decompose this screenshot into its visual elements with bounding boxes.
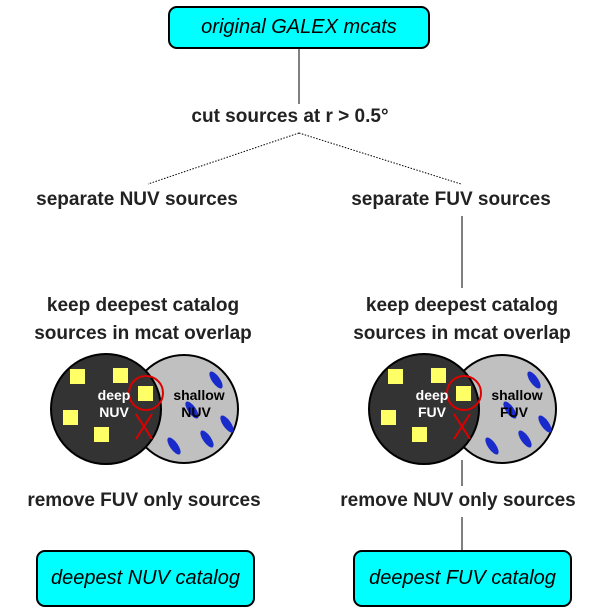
node-separate-nuv: separate NUV sources bbox=[36, 189, 238, 210]
venn-deep-label: deep bbox=[98, 387, 131, 403]
venn-fuv: deep FUV shallow FUV bbox=[368, 353, 557, 465]
node-keep-nuv-line2: sources in mcat overlap bbox=[34, 323, 252, 344]
node-keep-fuv-line1: keep deepest catalog bbox=[365, 295, 559, 316]
venn-deep-band-label: FUV bbox=[418, 404, 447, 420]
shallow-source-ellipses bbox=[167, 371, 234, 455]
overlap-keep-mark bbox=[446, 375, 482, 411]
deep-source-squares bbox=[63, 368, 153, 442]
node-separate-fuv: separate FUV sources bbox=[351, 189, 551, 210]
node-deepest-nuv-catalog: deepest NUV catalog bbox=[36, 550, 255, 607]
venn-shallow-band-label: FUV bbox=[500, 404, 529, 420]
node-remove-nuv-only: remove NUV only sources bbox=[340, 490, 576, 511]
shallow-source-ellipses bbox=[485, 371, 552, 455]
overlap-keep-mark bbox=[128, 375, 164, 411]
venn-deep-band-label: NUV bbox=[99, 404, 129, 420]
deep-source-squares bbox=[381, 368, 471, 442]
node-remove-fuv-only: remove FUV only sources bbox=[27, 490, 261, 511]
node-keep-nuv-line1: keep deepest catalog bbox=[46, 295, 240, 316]
venn-shallow-band-label: NUV bbox=[181, 404, 211, 420]
node-keep-fuv-line2: sources in mcat overlap bbox=[353, 323, 571, 344]
node-cut-sources: cut sources at r > 0.5° bbox=[191, 106, 389, 127]
overlap-remove-mark bbox=[135, 413, 153, 440]
node-deepest-fuv-catalog: deepest FUV catalog bbox=[353, 550, 572, 607]
overlap-remove-mark bbox=[453, 413, 471, 440]
venn-nuv: deep NUV shallow NUV bbox=[50, 353, 239, 465]
venn-shallow-label: shallow bbox=[491, 387, 542, 403]
venn-deep-label: deep bbox=[416, 387, 449, 403]
venn-shallow-label: shallow bbox=[173, 387, 224, 403]
node-original-mcats: original GALEX mcats bbox=[168, 6, 430, 49]
